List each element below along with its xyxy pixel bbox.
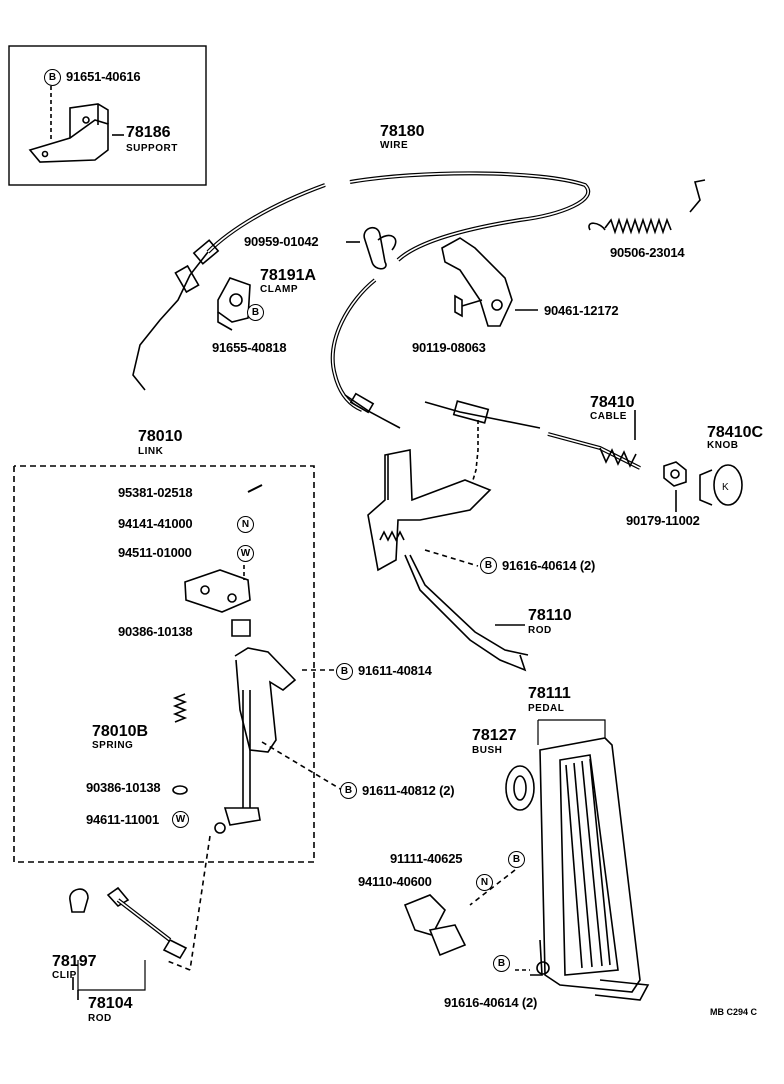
linkage-bracket-drawing <box>367 449 529 672</box>
accelerator-pedal-drawing <box>530 737 650 1001</box>
link-part-2: 94141-41000 <box>118 516 193 531</box>
bracket-part-number: 90461-12172 <box>544 303 619 318</box>
rod-78104-part-number: 78104 <box>88 995 133 1012</box>
link-spring-part-number: 78010B <box>92 723 149 740</box>
link-components-drawing <box>172 484 297 834</box>
knob-part-number: 78410C <box>707 424 764 441</box>
pedal-bottom-part: 91616-40614 (2) <box>444 995 538 1010</box>
clamp-drawing <box>217 277 251 331</box>
link-name: LINK <box>138 446 164 457</box>
wire-bracket-drawing <box>441 237 513 327</box>
wire-part-number: 78180 <box>380 123 425 140</box>
link-lower-part-1: 90386-10138 <box>86 780 161 795</box>
rod-78104-name: ROD <box>88 1013 112 1024</box>
clip-part-number: 78197 <box>52 953 97 970</box>
link-part-3-mark: W <box>237 545 254 562</box>
support-name: SUPPORT <box>126 143 178 154</box>
accelerator-wire-drawing <box>132 171 591 429</box>
bush-drawing <box>505 765 535 811</box>
clamp-bolt-mark-b: B <box>247 304 264 321</box>
cable-name: CABLE <box>590 411 627 422</box>
hand-throttle-cable-drawing <box>424 400 641 491</box>
bush-name: BUSH <box>472 745 503 756</box>
knob-drawing: K <box>699 464 743 506</box>
rod-part-number: 78110 <box>528 607 572 624</box>
link-part-number: 78010 <box>138 428 183 445</box>
callout-3-mark: B <box>340 782 357 799</box>
link-part-2-mark: N <box>237 516 254 533</box>
pedal-nut-part-number: 94110-40600 <box>358 874 432 889</box>
svg-text:K: K <box>722 482 729 493</box>
clamp-bolt-part-number: 91655-40818 <box>212 340 287 355</box>
link-part-1: 95381-02518 <box>118 485 193 500</box>
support-bracket-drawing <box>28 103 109 163</box>
clip-part-number: 90959-01042 <box>244 234 319 249</box>
pedal-bracket-drawing <box>403 869 516 957</box>
link-lower-part-2: 94611-11001 <box>86 812 159 827</box>
pedal-part-number: 78111 <box>528 685 571 702</box>
link-part-4: 90386-10138 <box>118 624 193 639</box>
cable-nut-part-number: 90179-11002 <box>626 513 700 528</box>
pedal-bottom-mark: B <box>493 955 510 972</box>
callout-2-part: 91611-40814 <box>358 663 432 678</box>
cable-nut-drawing <box>663 461 687 487</box>
bush-part-number: 78127 <box>472 727 517 744</box>
return-spring-drawing <box>588 179 706 235</box>
support-bolt-part-number: 91651-40616 <box>66 69 141 84</box>
link-part-3: 94511-01000 <box>118 545 192 560</box>
callout-1-part: 91616-40614 (2) <box>502 558 596 573</box>
link-group-frame <box>13 465 315 863</box>
wire-clip-drawing <box>363 226 397 270</box>
support-inset-frame <box>8 45 207 186</box>
pedal-nut-mark: N <box>476 874 493 891</box>
support-part-number: 78186 <box>126 124 171 141</box>
clip-name: CLIP <box>52 970 77 981</box>
spring-part-number: 90506-23014 <box>610 245 685 260</box>
rod-name: ROD <box>528 625 552 636</box>
bracket-bolt-part-number: 90119-08063 <box>412 340 486 355</box>
pedal-bolt-part-number: 91111-40625 <box>390 851 463 866</box>
clamp-part-number: 78191A <box>260 267 317 284</box>
knob-name: KNOB <box>707 440 739 451</box>
link-spring-name: SPRING <box>92 740 134 751</box>
callout-2-mark: B <box>336 663 353 680</box>
pedal-name: PEDAL <box>528 703 565 714</box>
figure-code: MB C294 C <box>710 1007 758 1017</box>
callout-3-part: 91611-40812 (2) <box>362 783 455 798</box>
clip-and-rod-drawing <box>69 886 188 960</box>
clamp-name: CLAMP <box>260 284 299 295</box>
cable-part-number: 78410 <box>590 394 635 411</box>
bolt-mark-b: B <box>44 69 61 86</box>
link-lower-part-2-mark: W <box>172 811 189 828</box>
pedal-bolt-mark: B <box>508 851 525 868</box>
wire-name: WIRE <box>380 140 409 151</box>
callout-1-mark: B <box>480 557 497 574</box>
